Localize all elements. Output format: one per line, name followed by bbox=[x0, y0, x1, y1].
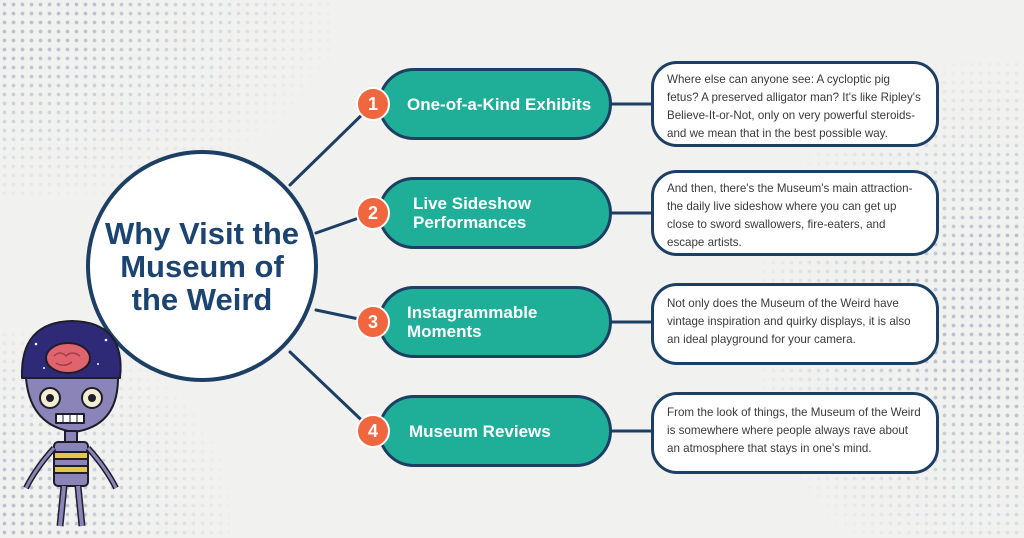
topic-pill-2: Live Sideshow Performances bbox=[378, 177, 612, 249]
description-card-2: And then, there's the Museum's main attr… bbox=[651, 170, 939, 256]
description-text: And then, there's the Museum's main attr… bbox=[667, 182, 913, 249]
topic-label: One-of-a-Kind Exhibits bbox=[407, 94, 592, 114]
description-text: Not only does the Museum of the Weird ha… bbox=[667, 297, 911, 346]
description-card-4: From the look of things, the Museum of t… bbox=[651, 392, 939, 474]
number-badge-4: 4 bbox=[356, 414, 390, 448]
description-text: From the look of things, the Museum of t… bbox=[667, 406, 921, 455]
topic-pill-1: One-of-a-Kind Exhibits bbox=[378, 68, 612, 140]
topic-pill-3: Instagrammable Moments bbox=[378, 286, 612, 358]
topic-label: Instagrammable Moments bbox=[407, 303, 538, 341]
hub-title: Why Visit the Museum of the Weird bbox=[104, 215, 300, 317]
connector-hub-1 bbox=[288, 102, 375, 187]
zombie-brain-character-icon bbox=[20, 320, 122, 527]
central-hub: Why Visit the Museum of the Weird bbox=[86, 150, 318, 382]
number-badge-1: 1 bbox=[356, 87, 390, 121]
description-text: Where else can anyone see: A cycloptiс p… bbox=[667, 73, 921, 140]
description-card-1: Where else can anyone see: A cycloptiс p… bbox=[651, 61, 939, 147]
topic-label: Museum Reviews bbox=[409, 421, 551, 441]
number-badge-2: 2 bbox=[356, 196, 390, 230]
number-badge-3: 3 bbox=[356, 305, 390, 339]
connector-hub-4 bbox=[288, 350, 375, 433]
topic-label: Live Sideshow Performances bbox=[413, 194, 532, 232]
topic-pill-4: Museum Reviews bbox=[378, 395, 612, 467]
description-card-3: Not only does the Museum of the Weird ha… bbox=[651, 283, 939, 365]
